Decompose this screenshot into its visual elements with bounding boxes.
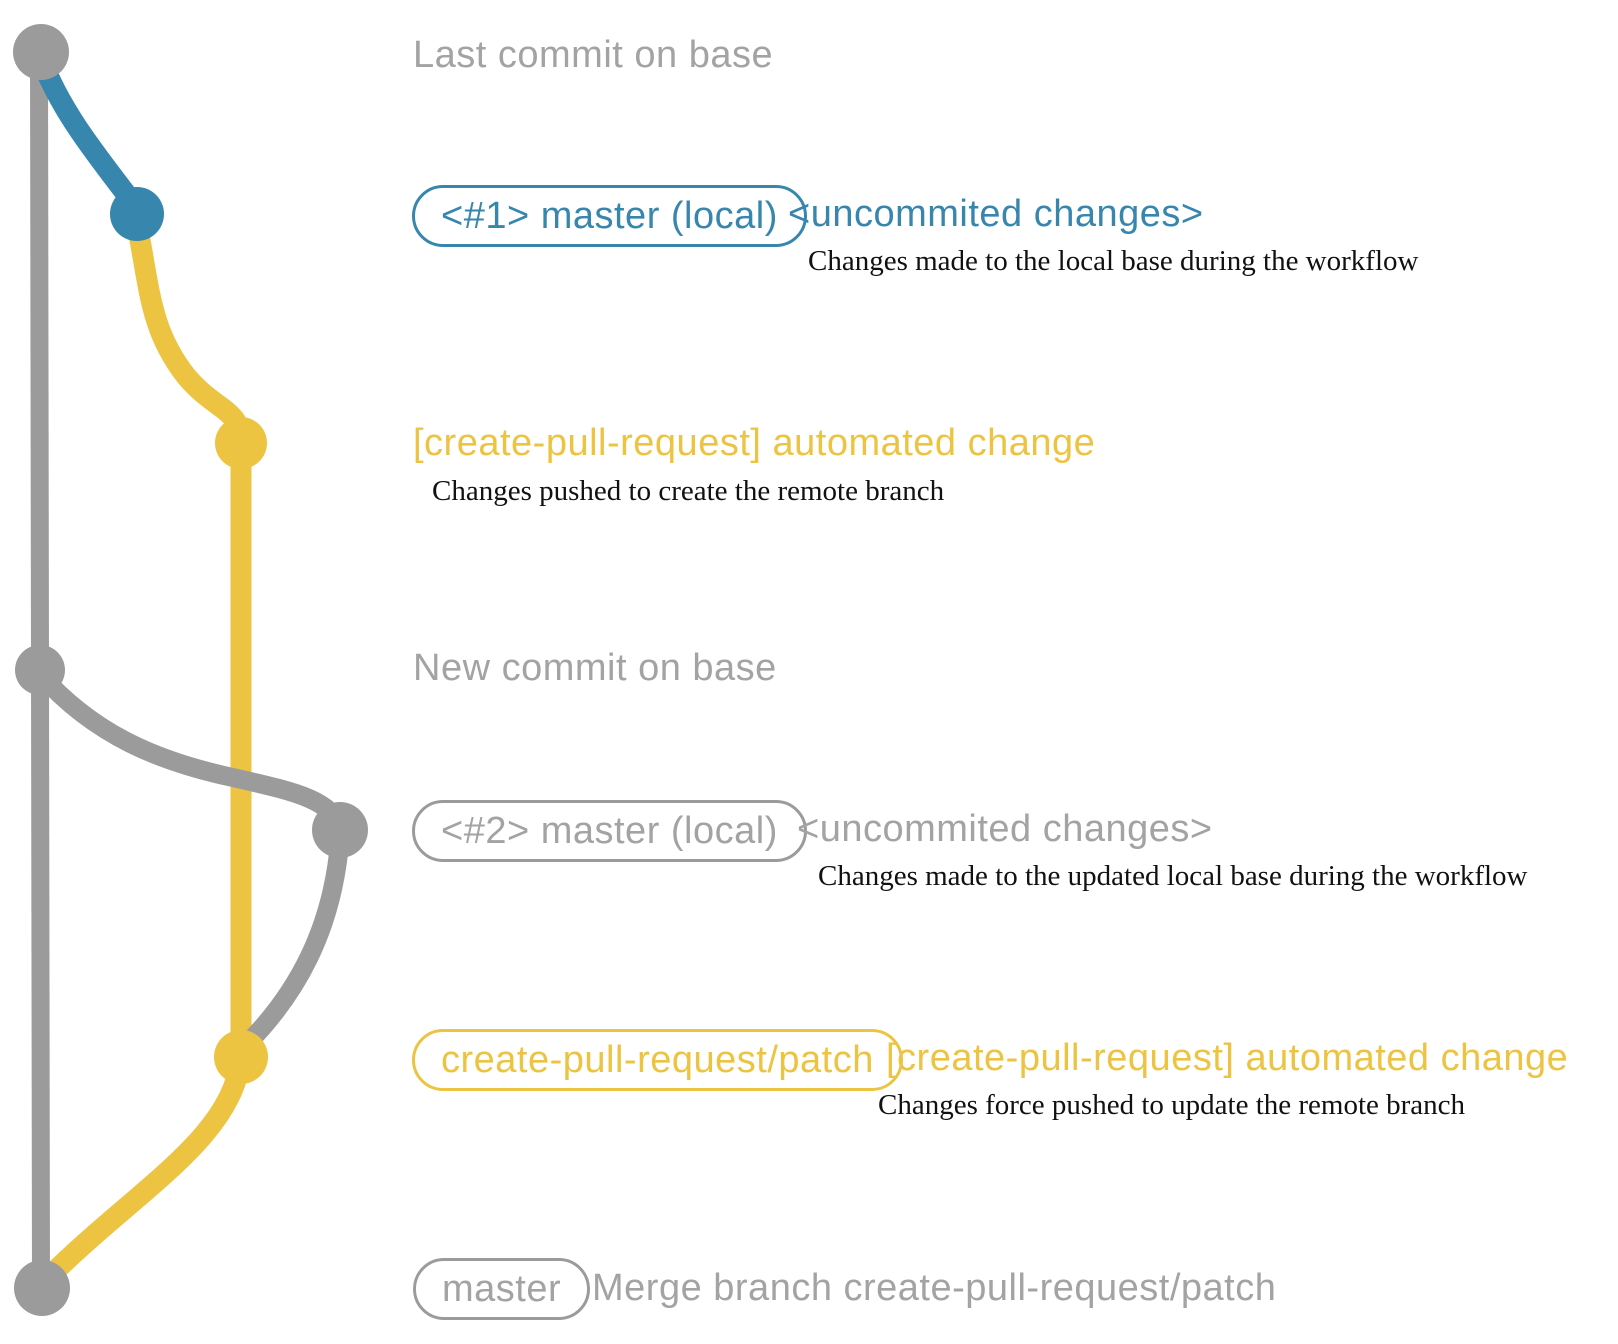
commit-message-new-base: New commit on base [413, 647, 777, 689]
annotation-push-remote: Changes pushed to create the remote bran… [432, 475, 945, 507]
commit-node-patch-2 [214, 1030, 268, 1084]
branch-badge-master: master [413, 1258, 591, 1320]
local-changes-curve [31, 54, 146, 215]
commit-node-patch-1 [215, 417, 267, 469]
annotation-local-changes-1: Changes made to the local base during th… [808, 245, 1419, 277]
annotation-force-push: Changes force pushed to update the remot… [878, 1089, 1466, 1121]
note-automated-change-1: [create-pull-request] automated change [413, 422, 1096, 464]
commit-message-last-base: Last commit on base [413, 34, 774, 76]
note-uncommitted-changes-2: <uncommited changes> [797, 808, 1213, 850]
force-push-curve [238, 837, 350, 1053]
annotation-local-changes-2: Changes made to the updated local base d… [818, 860, 1528, 892]
base-update-curve [32, 667, 350, 833]
commit-node-last-base [13, 24, 69, 80]
branch-badge-patch: create-pull-request/patch [412, 1029, 903, 1091]
note-automated-change-2: [create-pull-request] automated change [886, 1037, 1569, 1079]
commit-node-local-1 [110, 187, 164, 241]
branch-badge-master-local-2: <#2> master (local) [412, 800, 807, 862]
branch-badge-master-local-1: <#1> master (local) [412, 185, 807, 247]
commit-node-local-2 [312, 802, 368, 858]
commit-message-merge: Merge branch create-pull-request/patch [592, 1267, 1277, 1309]
note-uncommitted-changes-1: <uncommited changes> [788, 193, 1204, 235]
commit-node-merge [14, 1260, 70, 1316]
commit-node-new-base [15, 645, 65, 695]
